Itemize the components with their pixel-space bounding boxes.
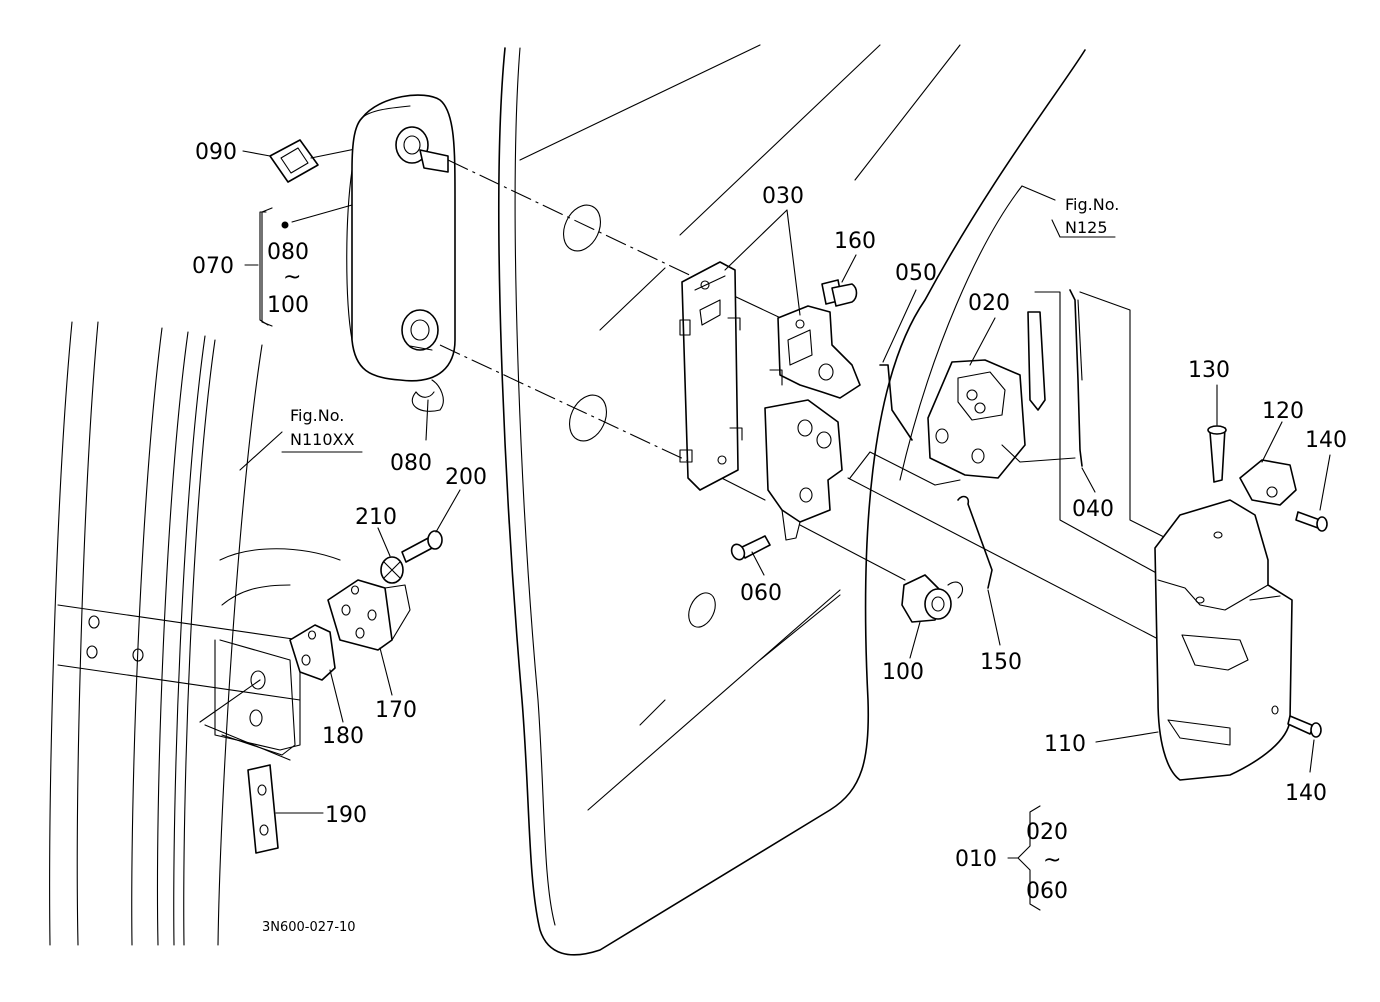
- label-010-from: 020: [1026, 820, 1068, 845]
- label-100-range: 100: [267, 293, 309, 318]
- label-140-top: 140: [1305, 428, 1347, 453]
- rod-050: [879, 364, 913, 441]
- label-130: 130: [1188, 358, 1230, 383]
- fig-ref-line1: Fig.No.: [1065, 195, 1119, 214]
- range-bracket-010: [1007, 805, 1041, 911]
- label-090: 090: [195, 140, 237, 165]
- latch-lever-plate-030: [769, 305, 861, 399]
- mount-bracket: [199, 639, 296, 761]
- label-060: 060: [740, 581, 782, 606]
- latch-base-plate: [764, 399, 843, 541]
- bolt-160: [821, 279, 858, 307]
- shim-180: [289, 624, 336, 681]
- label-040: 040: [1072, 497, 1114, 522]
- range-bracket-070: [261, 207, 273, 327]
- cab-frame-left: [49, 321, 341, 946]
- label-170: 170: [375, 698, 417, 723]
- label-190: 190: [325, 803, 367, 828]
- label-080: 080: [390, 451, 432, 476]
- fig-ref-number: N110XX: [290, 430, 354, 449]
- screw-140-top: [1295, 511, 1328, 532]
- label-140-bottom: 140: [1285, 781, 1327, 806]
- range-tilde-070: ~: [283, 265, 301, 290]
- key-cylinder-100: [901, 574, 963, 623]
- cap-120: [1239, 459, 1297, 506]
- label-120: 120: [1262, 399, 1304, 424]
- label-160: 160: [834, 229, 876, 254]
- fig-ref-line1: Fig.No.: [290, 406, 344, 425]
- inner-cover-110: [1154, 499, 1293, 781]
- washer-210: [380, 556, 404, 584]
- bolt-200: [401, 530, 443, 563]
- label-150: 150: [980, 650, 1022, 675]
- label-210: 210: [355, 505, 397, 530]
- label-110: 110: [1044, 732, 1086, 757]
- fig-ref-number: N125: [1065, 218, 1108, 237]
- rod-040: [1069, 289, 1083, 467]
- label-010: 010: [955, 847, 997, 872]
- screw-140-bottom: [1287, 715, 1322, 738]
- leader-dot: [281, 221, 289, 229]
- label-020: 020: [968, 291, 1010, 316]
- range-tilde-010: ~: [1043, 848, 1061, 873]
- outer-handle: [281, 94, 456, 412]
- label-100: 100: [882, 660, 924, 685]
- label-080-range: 080: [267, 240, 309, 265]
- pin-130: [1207, 425, 1227, 483]
- screw-060: [730, 535, 771, 561]
- lock-body-020: [849, 311, 1076, 486]
- label-050: 050: [895, 261, 937, 286]
- label-030: 030: [762, 184, 804, 209]
- label-070: 070: [192, 254, 234, 279]
- striker-170: [327, 579, 411, 651]
- figure-references: Fig.No. N125 Fig.No. N110XX: [290, 195, 1119, 449]
- plate-190: [247, 764, 279, 854]
- label-010-to: 060: [1026, 879, 1068, 904]
- door-glass-outline: [498, 44, 1086, 956]
- rod-150: [957, 495, 993, 589]
- label-200: 200: [445, 465, 487, 490]
- part-labels: 090 070 080 ~ 100 080 030 160 050 020 13…: [192, 140, 1347, 904]
- bracket-plate-030: [679, 261, 743, 491]
- label-180: 180: [322, 724, 364, 749]
- drawing-code: 3N600-027-10: [262, 920, 356, 935]
